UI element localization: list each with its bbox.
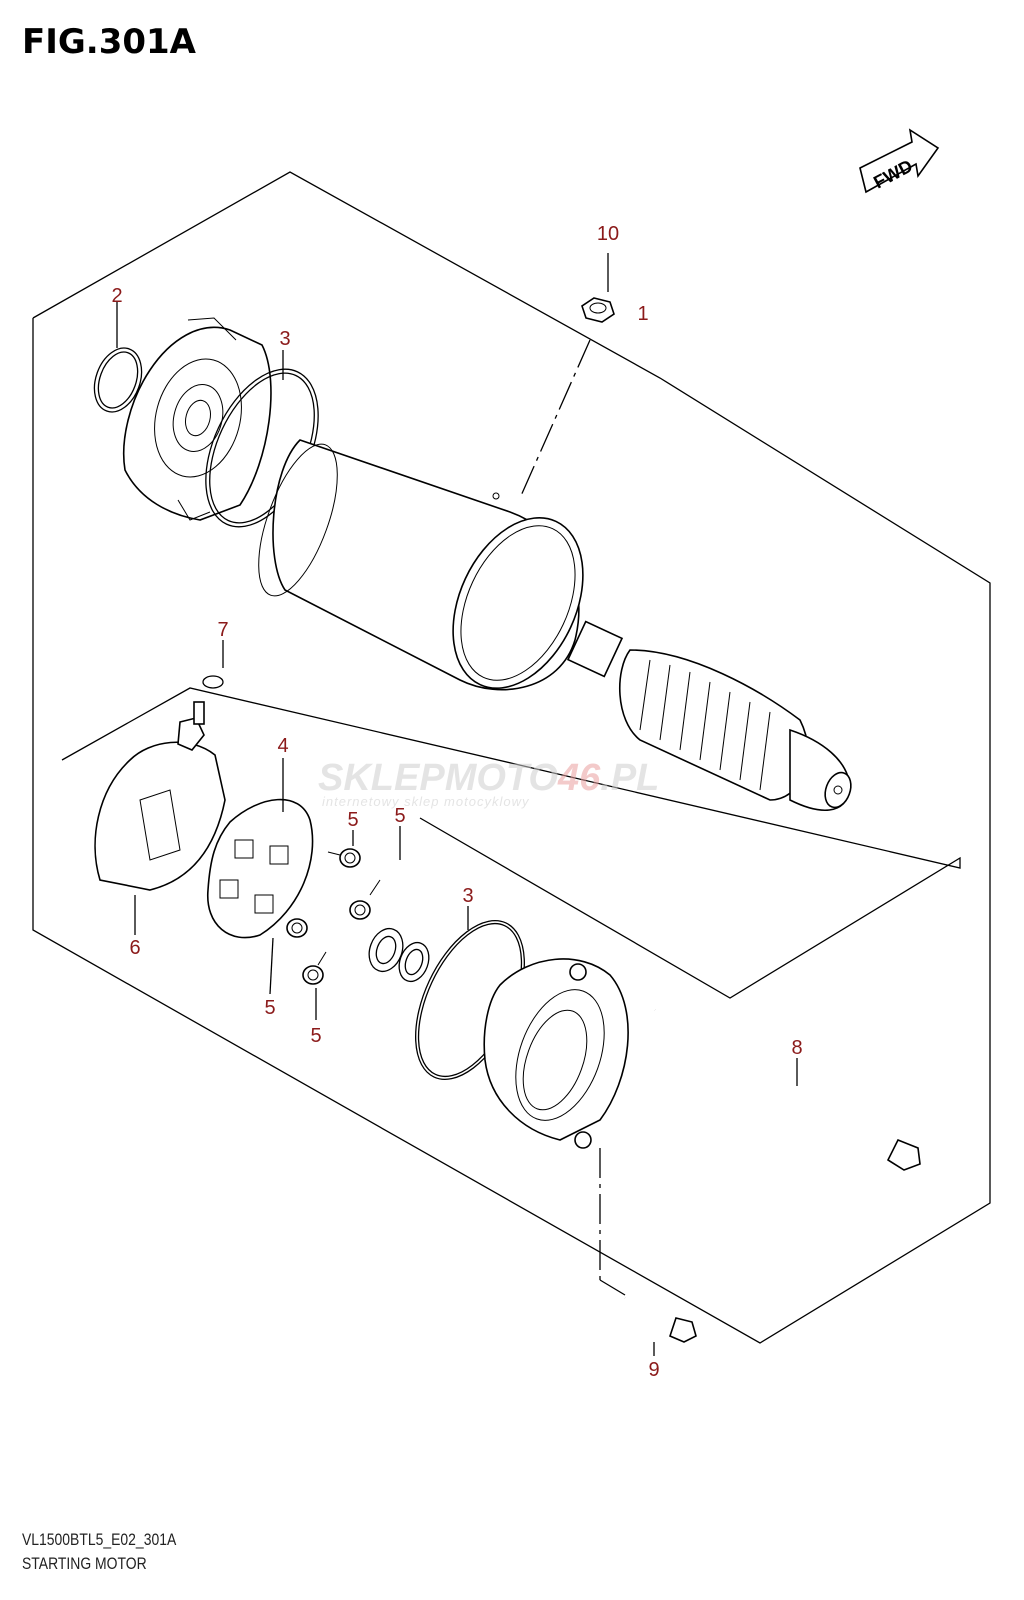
callout-5-d: 5 — [310, 1025, 321, 1047]
callout-9: 9 — [648, 1359, 659, 1381]
watermark-text-3: .PL — [600, 757, 659, 799]
brush-housing-part-6 — [94, 701, 226, 891]
bolt-part-8 — [654, 1008, 921, 1171]
rear-cover — [483, 958, 629, 1149]
figure-title: FIG.301A — [22, 22, 196, 62]
inner-frame — [61, 687, 961, 999]
callout-1: 1 — [637, 303, 648, 325]
watermark-subtitle: internetowy sklep motocyklowy — [322, 794, 530, 809]
o-ring-part-2 — [93, 347, 143, 413]
watermark: SKLEPMOTO46.PL internetowy sklep motocyk… — [318, 757, 659, 809]
callout-6: 6 — [129, 937, 140, 959]
yoke-housing — [258, 439, 584, 691]
washer-a — [368, 927, 404, 973]
front-cover — [122, 317, 272, 521]
watermark-text-1: SKLEPMOTO — [318, 757, 558, 799]
callout-5-a: 5 — [347, 809, 358, 831]
brush-plate-part-4 — [207, 798, 314, 939]
callout-4: 4 — [277, 735, 288, 757]
callout-7: 7 — [217, 619, 228, 641]
nut-part-10 — [581, 297, 615, 323]
svg-text:SKLEPMOTO46.PL: SKLEPMOTO46.PL — [318, 757, 659, 799]
callout-10: 10 — [597, 223, 619, 245]
brush-part-5a — [327, 848, 361, 868]
armature — [566, 620, 852, 811]
figure-code: VL1500BTL5_E02_301A — [22, 1530, 177, 1549]
bolt-part-9 — [624, 1296, 697, 1343]
brush-part-5d — [302, 951, 327, 985]
o-ring-part-7 — [202, 675, 224, 689]
brush-part-5c — [286, 918, 308, 938]
callout-5-c: 5 — [264, 997, 275, 1019]
brush-part-5b — [349, 879, 381, 920]
watermark-text-2: 46 — [557, 757, 601, 799]
figure-name: STARTING MOTOR — [22, 1554, 147, 1573]
assembly-frame — [32, 171, 991, 1344]
callout-8: 8 — [791, 1037, 802, 1059]
callout-2: 2 — [111, 285, 122, 307]
callout-3-lower: 3 — [462, 885, 473, 907]
callout-5-b: 5 — [394, 805, 405, 827]
fwd-arrow-icon: FWD — [859, 128, 940, 194]
washer-b — [398, 941, 430, 983]
callout-3-upper: 3 — [279, 328, 290, 350]
